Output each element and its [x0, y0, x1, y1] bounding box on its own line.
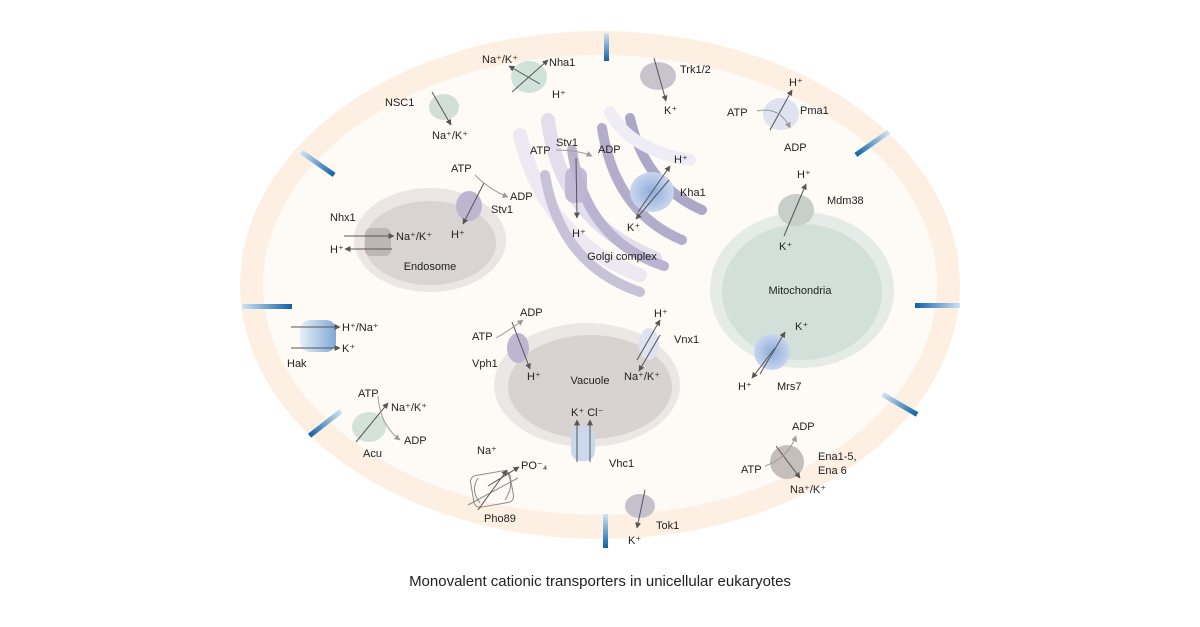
trk-ion: K⁺	[664, 105, 677, 117]
vph1-adp: ADP	[520, 307, 543, 319]
mitochondria-label: Mitochondria	[769, 285, 833, 297]
hak-transporter: H⁺/Na⁺ K⁺ Hak	[287, 320, 379, 370]
vhc1-ions: K⁺ Cl⁻	[571, 407, 604, 419]
mrs7-name: Mrs7	[777, 381, 801, 393]
vacuole-label: Vacuole	[571, 375, 610, 387]
stripe-upper-right	[854, 129, 891, 157]
acu-atp: ATP	[358, 388, 379, 400]
mdm38-ion-bottom: K⁺	[779, 241, 792, 253]
vph1-name: Vph1	[472, 358, 498, 370]
kha1-ion-top: H⁺	[674, 154, 688, 166]
acu-name: Acu	[363, 448, 382, 460]
mdm38-transporter: H⁺ Mdm38 K⁺	[778, 169, 864, 253]
stv1-golgi-transporter: Stv1 ATP ADP H⁺	[530, 137, 621, 240]
pma1-transporter: ATP ADP H⁺ Pma1	[727, 77, 829, 154]
membrane-stripes	[242, 33, 960, 548]
trk-name: Trk1/2	[680, 64, 711, 76]
hak-ion2: K⁺	[342, 343, 355, 355]
stv1-endo-ion: H⁺	[451, 229, 465, 241]
nsc1-ion: Na⁺/K⁺	[432, 130, 468, 142]
ena-name-line1: Ena1-5,	[818, 451, 857, 463]
pma1-ion: H⁺	[789, 77, 803, 89]
stripe-bottom	[603, 514, 608, 548]
pho89-transporter	[467, 466, 520, 511]
nha1-ion-bottom: H⁺	[552, 89, 566, 101]
mdm38-name: Mdm38	[827, 195, 864, 207]
ena-ion: Na⁺/K⁺	[790, 484, 826, 496]
kha1-transporter: H⁺ Kha1 K⁺	[627, 154, 706, 234]
mrs7-ion-top: K⁺	[795, 321, 808, 333]
vnx1-ion-bottom: Na⁺/K⁺	[624, 371, 660, 383]
stripe-lower-left	[308, 409, 343, 438]
nsc1-transporter: NSC1 Na⁺/K⁺	[385, 91, 468, 142]
pma1-adp: ADP	[784, 142, 807, 154]
vnx1-ion-top: H⁺	[654, 308, 668, 320]
acu-ion: Na⁺/K⁺	[391, 402, 427, 414]
hak-name: Hak	[287, 358, 307, 370]
mrs7-transporter: K⁺ H⁺ Mrs7	[738, 321, 808, 393]
ena-adp: ADP	[792, 421, 815, 433]
trk-transporter: Trk1/2 K⁺	[640, 57, 711, 117]
nhx1-name: Nhx1	[330, 212, 356, 224]
vnx1-name: Vnx1	[674, 334, 699, 346]
ena-transporter: ADP ATP Ena1-5, Ena 6 Na⁺/K⁺	[741, 421, 857, 496]
pho89-ion2: PO⁻₄	[521, 460, 548, 472]
hak-ion1: H⁺/Na⁺	[342, 322, 379, 334]
kha1-name: Kha1	[680, 187, 706, 199]
pho89-name: Pho89	[484, 513, 516, 525]
ena-atp: ATP	[741, 464, 762, 476]
stripe-top	[604, 33, 609, 61]
pma1-name: Pma1	[800, 105, 829, 117]
nha1-transporter: Na⁺/K⁺ Nha1 H⁺	[482, 54, 575, 101]
vhc1-transporter: K⁺ Cl⁻ Vhc1	[571, 407, 634, 470]
vph1-atp: ATP	[472, 331, 493, 343]
stv1-endosome-transporter: ATP ADP Stv1 H⁺	[451, 163, 533, 241]
acu-adp: ADP	[404, 435, 427, 447]
stripe-lower-right	[881, 392, 919, 417]
stv1-golgi-name: Stv1	[556, 137, 578, 149]
mrs7-ion-bottom: H⁺	[738, 381, 752, 393]
stv1-golgi-ion: H⁺	[572, 228, 586, 240]
golgi-complex: Golgi complex	[513, 106, 707, 297]
stv1-endo-adp: ADP	[510, 191, 533, 203]
cytoplasm	[263, 55, 937, 515]
nha1-ion-top: Na⁺/K⁺	[482, 54, 518, 66]
stripe-left	[242, 304, 292, 309]
vacuole: Vacuole	[494, 323, 680, 447]
mdm38-ion-top: H⁺	[797, 169, 811, 181]
nhx1-ion1: Na⁺/K⁺	[396, 231, 432, 243]
tok1-ion: K⁺	[628, 535, 641, 547]
vph1-transporter: ADP ATP Vph1 H⁺	[472, 307, 543, 383]
vph1-ion: H⁺	[527, 371, 541, 383]
pho89-ion1: Na⁺	[477, 445, 497, 457]
vhc1-name: Vhc1	[609, 458, 634, 470]
stv1-golgi-atp: ATP	[530, 145, 551, 157]
stv1-golgi-adp: ADP	[598, 144, 621, 156]
tok1-transporter: Tok1 K⁺	[625, 489, 679, 547]
mitochondria: Mitochondria	[710, 212, 894, 368]
golgi-label: Golgi complex	[587, 251, 657, 263]
stv1-endo-atp: ATP	[451, 163, 472, 175]
stripe-right	[915, 303, 960, 308]
figure-caption: Monovalent cationic transporters in unic…	[409, 573, 791, 590]
kha1-ion-bottom: K⁺	[627, 222, 640, 234]
stripe-upper-left	[299, 149, 336, 177]
nsc1-name: NSC1	[385, 97, 414, 109]
ena-name-line2: Ena 6	[818, 465, 847, 477]
vnx1-transporter: H⁺ Vnx1 Na⁺/K⁺	[624, 308, 699, 383]
acu-transporter: ATP Na⁺/K⁺ ADP Acu	[352, 388, 427, 460]
tok1-name: Tok1	[656, 520, 679, 532]
stv1-endo-name: Stv1	[491, 204, 513, 216]
pma1-atp: ATP	[727, 107, 748, 119]
nhx1-transporter: Nhx1 Na⁺/K⁺ H⁺	[330, 212, 432, 256]
nhx1-ion2: H⁺	[330, 244, 344, 256]
endosome-label: Endosome	[404, 261, 457, 273]
nha1-name: Nha1	[549, 57, 575, 69]
